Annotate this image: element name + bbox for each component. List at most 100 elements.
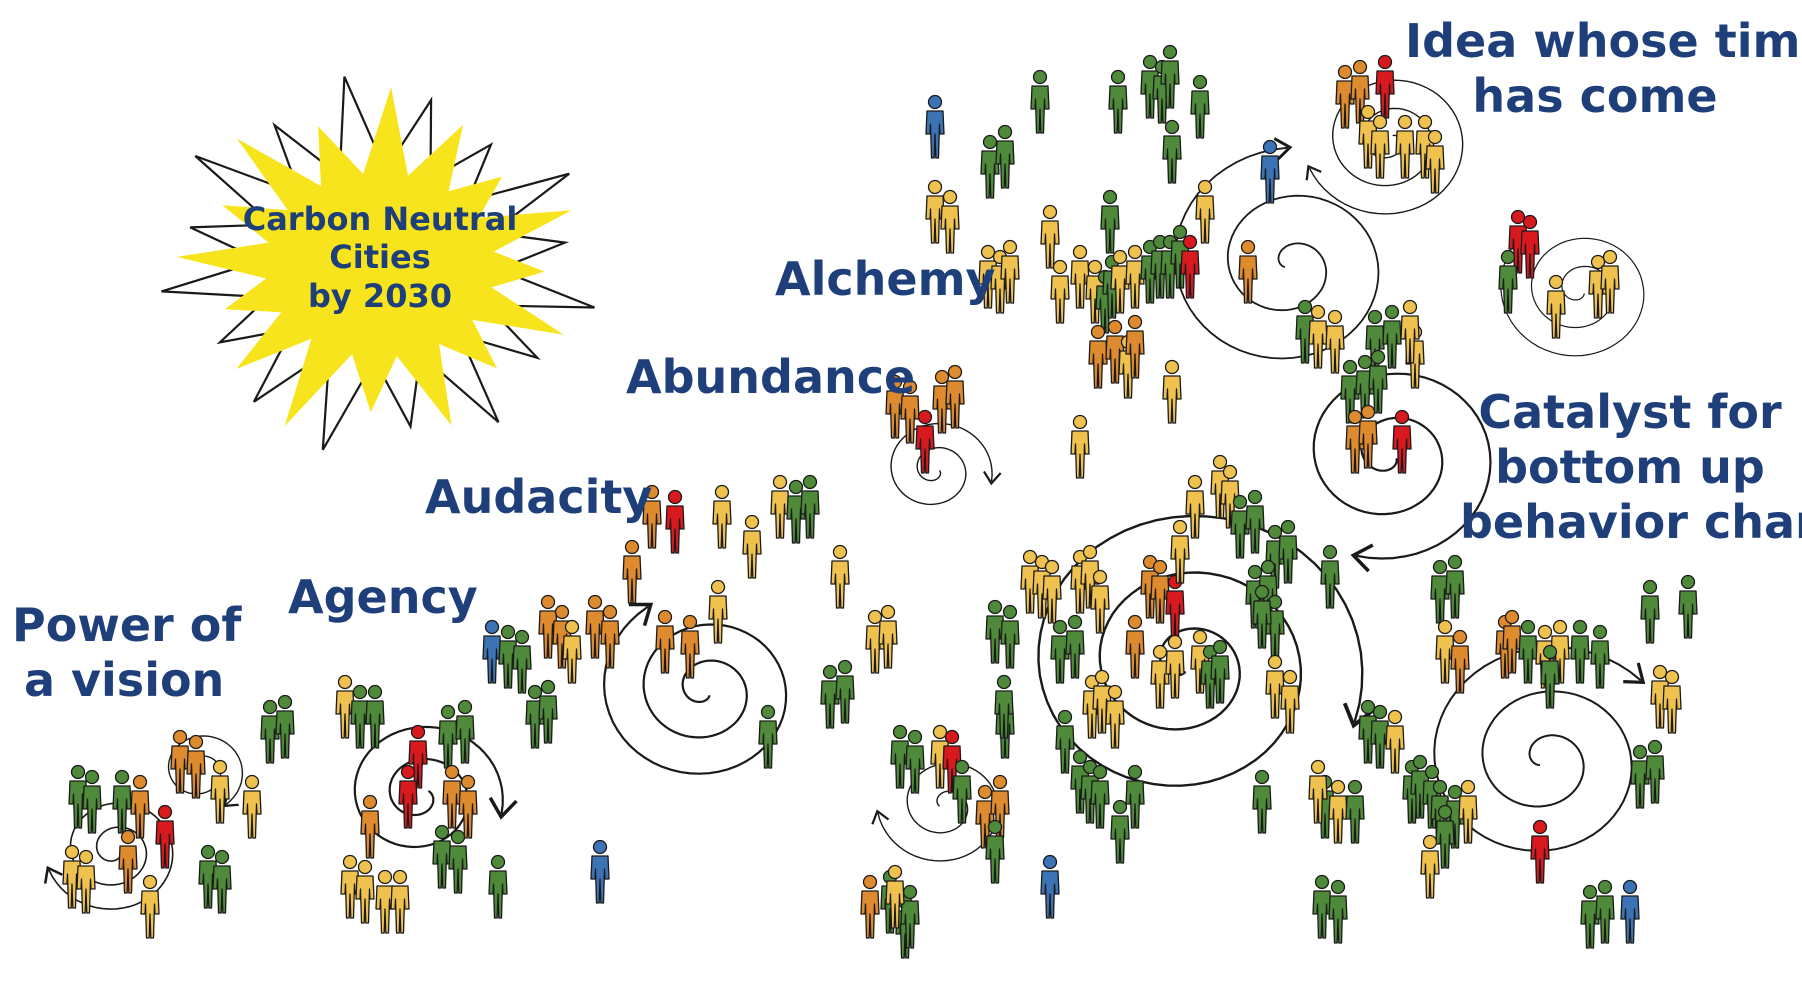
person-icon [1125, 314, 1145, 379]
person-icon [1245, 489, 1265, 554]
label-catalyst: Catalyst for bottom up behavior change [1460, 385, 1802, 551]
badge-line-1: Carbon Neutral [242, 200, 518, 238]
label-power-line-2: a vision [24, 653, 225, 708]
person-icon [1280, 669, 1300, 734]
spiral-arrow [1305, 79, 1464, 215]
label-power-of-a-vision: Power of a vision [12, 598, 241, 708]
person-icon [365, 684, 385, 749]
label-idea-whose-time: Idea whose time has come [1405, 14, 1802, 124]
label-audacity: Audacity [425, 470, 653, 524]
person-icon [186, 734, 206, 799]
person-icon [1435, 804, 1455, 869]
person-icon [1358, 404, 1378, 469]
person-icon [1108, 69, 1128, 134]
person-icon [1520, 214, 1540, 279]
person-icon [1308, 759, 1328, 824]
person-icon [878, 604, 898, 669]
person-icon [1308, 304, 1328, 369]
person-icon [770, 474, 790, 539]
person-icon [1230, 494, 1250, 559]
person-icon [448, 829, 468, 894]
person-icon [1110, 249, 1130, 314]
person-icon [1088, 324, 1108, 389]
person-icon [885, 864, 905, 929]
person-icon [1220, 464, 1240, 529]
starburst-fill [176, 87, 572, 427]
person-icon [512, 629, 532, 694]
person-icon [925, 94, 945, 159]
person-icon [1030, 69, 1050, 134]
person-icon [1335, 64, 1355, 129]
person-icon [1458, 779, 1478, 844]
person-icon [1425, 129, 1445, 194]
person-icon [680, 614, 700, 679]
person-icon [1370, 704, 1390, 769]
person-icon [458, 774, 478, 839]
person-icon [942, 729, 962, 794]
label-idea-line-1: Idea whose time [1405, 14, 1802, 68]
person-icon [995, 124, 1015, 189]
person-icon [118, 829, 138, 894]
person-icon [155, 804, 175, 869]
person-icon [1450, 629, 1470, 694]
person-icon [198, 844, 218, 909]
person-icon [242, 774, 262, 839]
person-icon [1662, 669, 1682, 734]
person-icon [1518, 619, 1538, 684]
person-icon [860, 874, 880, 939]
person-icon [820, 664, 840, 729]
person-icon [1190, 629, 1210, 694]
person-icon [1630, 744, 1650, 809]
person-icon [1050, 259, 1070, 324]
person-icon [786, 479, 806, 544]
person-icon [1170, 519, 1190, 584]
person-icon [952, 759, 972, 824]
person-icon [1395, 114, 1415, 179]
person-icon [1125, 614, 1145, 679]
person-icon [408, 724, 428, 789]
label-catalyst-line-3: behavior change [1460, 495, 1802, 550]
person-icon [800, 474, 820, 539]
person-icon [1100, 189, 1120, 254]
person-icon [1160, 44, 1180, 109]
person-icon [1498, 249, 1518, 314]
person-icon [260, 699, 280, 764]
person-icon [455, 699, 475, 764]
person-icon [170, 729, 190, 794]
person-icon [1070, 414, 1090, 479]
people-group [62, 44, 1698, 959]
person-icon [1645, 739, 1665, 804]
starburst-shape [161, 76, 595, 451]
person-icon [1092, 669, 1112, 734]
person-icon [1278, 519, 1298, 584]
person-icon [1165, 574, 1185, 639]
badge-title: Carbon Neutral Cities by 2030 [230, 200, 530, 315]
person-icon [1050, 619, 1070, 684]
person-icon [562, 619, 582, 684]
person-icon [1252, 584, 1272, 649]
person-icon [1055, 709, 1075, 774]
person-icon [1040, 854, 1060, 919]
person-icon [1162, 359, 1182, 424]
person-icon [600, 604, 620, 669]
person-icon [1105, 319, 1125, 384]
person-icon [1125, 244, 1145, 309]
person-icon [665, 489, 685, 554]
person-icon [830, 544, 850, 609]
person-icon [1540, 644, 1560, 709]
label-abundance: Abundance [626, 350, 916, 404]
person-icon [210, 759, 230, 824]
person-icon [438, 704, 458, 769]
person-icon [1325, 309, 1345, 374]
label-agency: Agency [288, 570, 478, 624]
person-icon [1445, 554, 1465, 619]
person-icon [915, 409, 935, 474]
person-icon [1260, 139, 1280, 204]
person-icon [398, 764, 418, 829]
person-icon [590, 839, 610, 904]
person-icon [1185, 474, 1205, 539]
person-icon [1162, 119, 1182, 184]
spiral-arrow [602, 602, 788, 775]
badge-line-2: Cities [329, 238, 431, 277]
